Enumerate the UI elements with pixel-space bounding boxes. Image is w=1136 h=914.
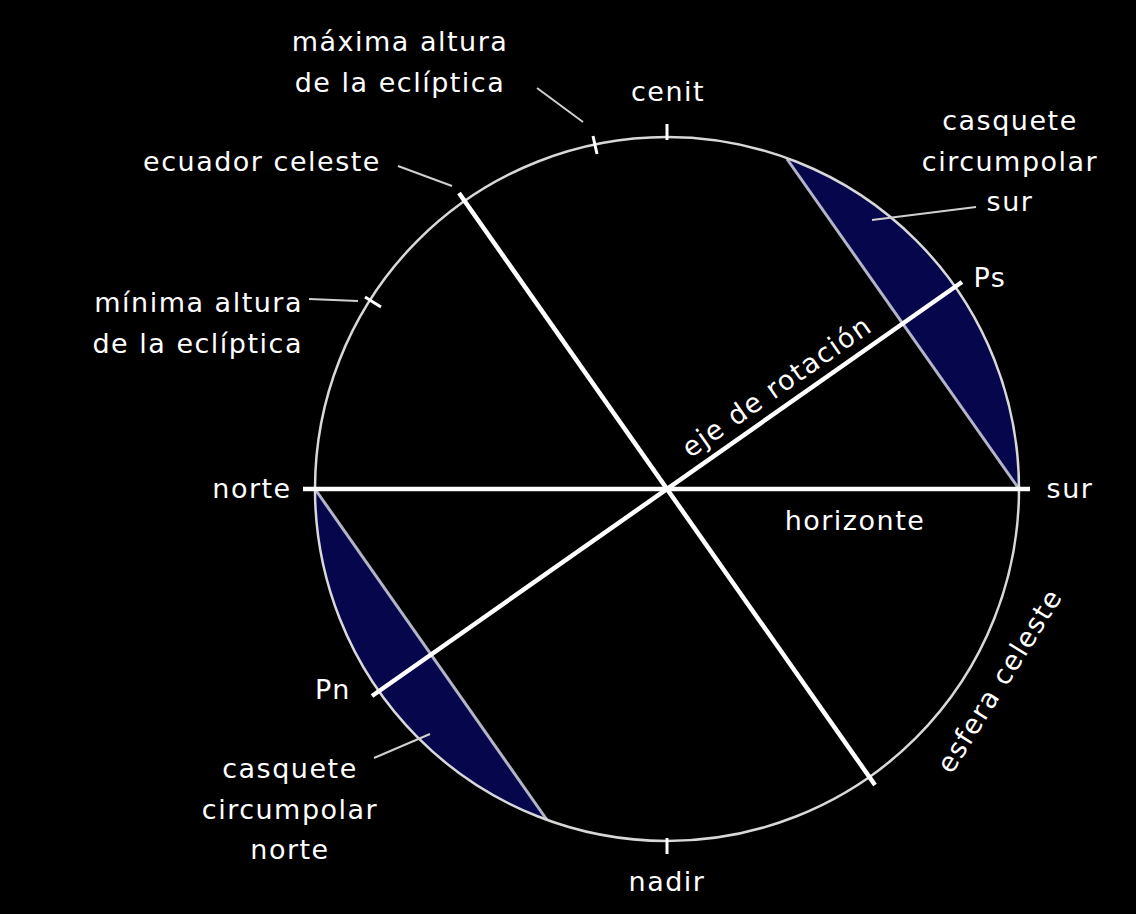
leader-line — [374, 734, 430, 758]
horizon-label: horizonte — [785, 501, 926, 542]
pole-label: Pn — [315, 670, 351, 711]
ecliptic-tick — [365, 297, 381, 307]
cap-label: casquete circumpolar sur — [921, 101, 1100, 223]
zenith-tick — [666, 124, 669, 140]
ecliptic-label: mínima altura de la eclíptica — [86, 283, 303, 364]
ecliptic-tick — [593, 136, 597, 154]
equator-label: ecuador celeste — [143, 142, 381, 183]
ecliptic-label: máxima altura de la eclíptica — [290, 22, 511, 103]
sphere-label: esfera celeste — [927, 581, 1073, 781]
axis-label: eje de rotación — [674, 306, 881, 468]
pole-label: Ps — [974, 258, 1007, 299]
cardinal-label: norte — [212, 469, 291, 510]
leader-line — [872, 207, 976, 220]
leader-line — [309, 299, 358, 301]
cap-label: casquete circumpolar norte — [201, 749, 380, 871]
zenith-label: cenit — [631, 72, 705, 113]
leader-line — [398, 166, 452, 186]
nadir-tick — [666, 838, 669, 854]
nadir-label: nadir — [629, 862, 706, 903]
equator-line — [459, 193, 875, 785]
cardinal-label: sur — [1047, 469, 1094, 510]
leader-line — [537, 88, 583, 122]
